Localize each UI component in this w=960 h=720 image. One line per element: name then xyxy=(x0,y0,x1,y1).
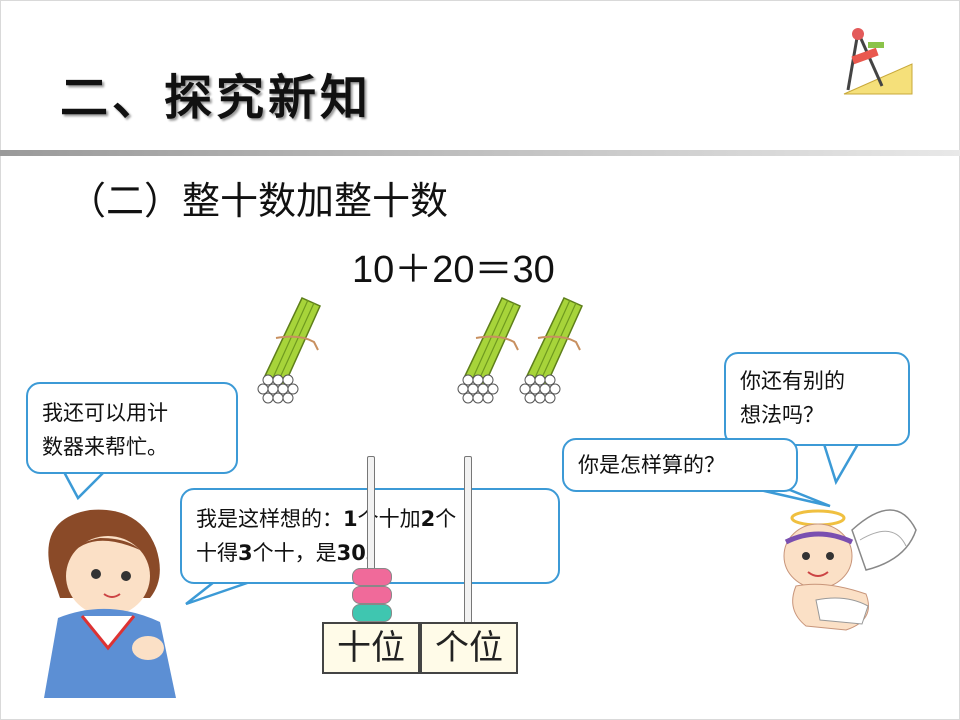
tens-bead xyxy=(352,586,392,604)
bubble-text: 我是这样想的： xyxy=(196,507,343,531)
bubble-line: 我还可以用计 xyxy=(42,401,168,425)
speech-bubble-girl: 我还可以用计 数器来帮忙。 xyxy=(26,382,238,474)
ones-place-label: 个位 xyxy=(420,622,518,674)
stick-bundle-left-group xyxy=(257,297,321,404)
bubble-number: 1 xyxy=(343,507,358,531)
compass-ruler-icon xyxy=(843,28,913,95)
bubble-text: 个 xyxy=(435,507,457,531)
bubble-text: 十得 xyxy=(196,541,238,565)
tens-bead xyxy=(352,568,392,586)
girl-character-illustration xyxy=(44,509,176,698)
speech-bubble-angel-top: 你还有别的 想法吗？ xyxy=(724,352,910,446)
bubble-number: 3 xyxy=(238,541,253,565)
bubble-number: 2 xyxy=(420,507,436,531)
stick-bundle-right-group xyxy=(457,297,583,404)
angel-character-illustration xyxy=(783,509,917,631)
speech-bubble-question: 你是怎样算的？ xyxy=(562,438,798,492)
bubble-number: 30 xyxy=(336,541,366,565)
equation-text: 10＋20＝30 xyxy=(352,249,555,291)
header-divider xyxy=(0,150,960,156)
bubble-line: 我是这样想的：1个十加2个 xyxy=(196,502,558,536)
page-title: 二、探究新知 xyxy=(60,70,373,126)
bubble-line: 你是怎样算的？ xyxy=(578,453,725,477)
tens-place-label: 十位 xyxy=(322,622,420,674)
bubble-line: 十得3个十，是30。 xyxy=(196,536,558,570)
tens-bead xyxy=(352,604,392,622)
bubble-text: 个十，是 xyxy=(252,541,337,565)
ones-rod xyxy=(464,456,472,624)
section-subtitle: （二）整十数加整十数 xyxy=(68,179,449,223)
bubble-line: 想法吗？ xyxy=(740,403,824,427)
bubble-line: 你还有别的 xyxy=(740,369,845,393)
bubble-line: 数器来帮忙。 xyxy=(42,435,168,459)
